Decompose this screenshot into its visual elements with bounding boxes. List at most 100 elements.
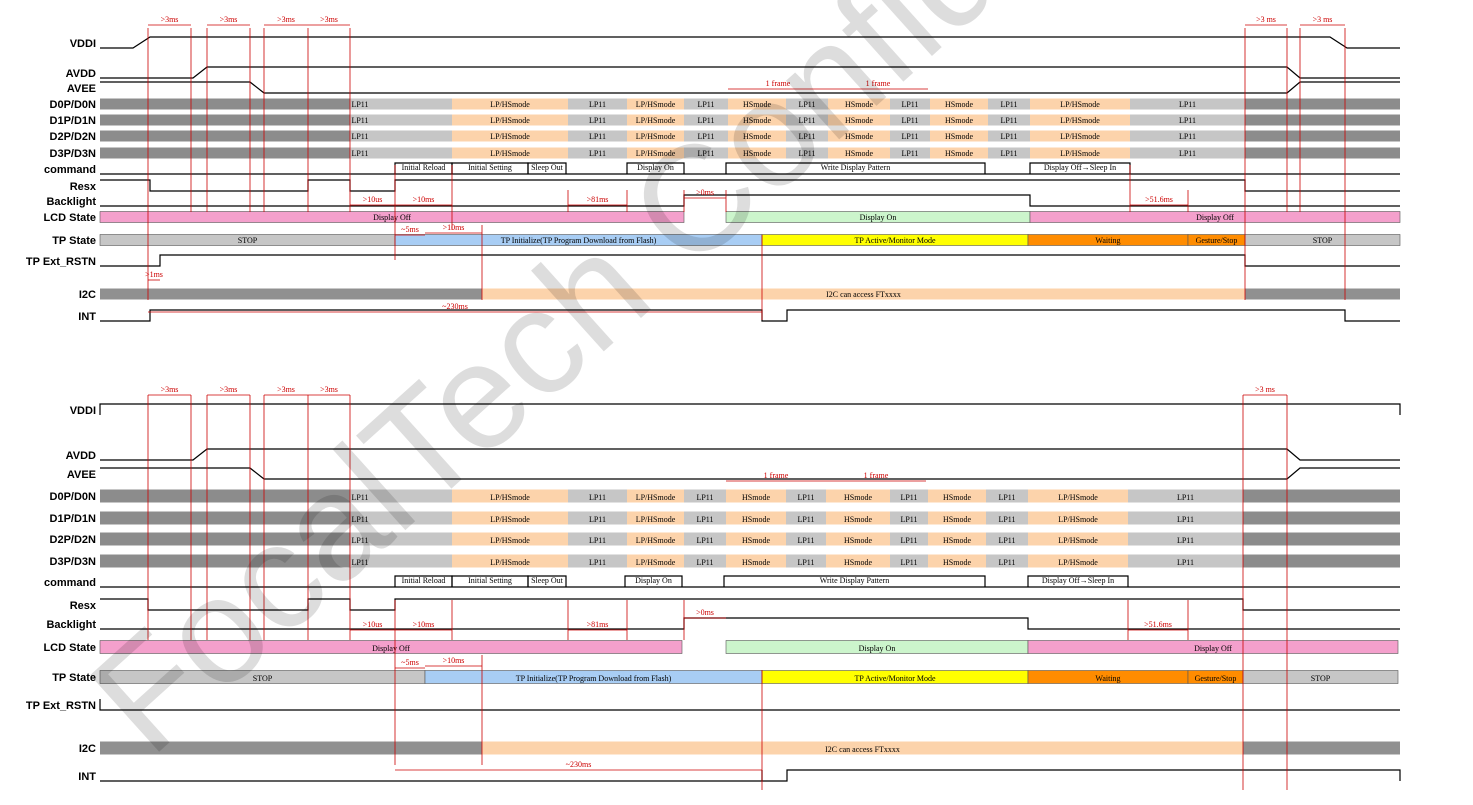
lane-segment-label: LP/HSmode [490, 558, 530, 567]
lane-segment [928, 532, 986, 546]
timing-label: >3ms [277, 15, 295, 24]
lane-segment [627, 114, 684, 126]
lane-segment-label: LP11 [900, 558, 917, 567]
tp-state-label: TP Active/Monitor Mode [854, 674, 935, 683]
lane-segment-label: LP11 [798, 132, 815, 141]
lane-segment-label: LP/HSmode [636, 149, 676, 158]
timing-label: >10ms [413, 195, 435, 204]
lane-segment-label: HSmode [945, 149, 973, 158]
lane-segment-label: HSmode [844, 515, 872, 524]
lane-segment-label: HSmode [844, 558, 872, 567]
timing-label: >10ms [443, 656, 465, 665]
lane-segment-label: LP11 [998, 493, 1015, 502]
timing-label: >0ms [696, 608, 714, 617]
lane-segment-label: LP11 [351, 515, 368, 524]
timing-label: >3ms [277, 385, 295, 394]
lane-segment-label: LP11 [900, 493, 917, 502]
lane-segment [684, 554, 726, 568]
signal-label-lcd-state: LCD State [43, 212, 96, 224]
lane-segment-label: LP11 [1000, 116, 1017, 125]
command-pulse [626, 162, 685, 174]
lane-segment-label: LP11 [1179, 116, 1196, 125]
timing-label: >81ms [587, 620, 609, 629]
lane-segment-label: LP11 [1179, 100, 1196, 109]
lane-segment [627, 130, 684, 142]
lane-bg-right [1245, 130, 1400, 142]
timing-label: >3ms [320, 385, 338, 394]
lane-segment [826, 489, 890, 503]
avdd-waveform [100, 66, 1400, 79]
lane-segment [726, 489, 786, 503]
tp-state-label: Gesture/Stop [1195, 674, 1237, 683]
lane-segment [1030, 98, 1130, 110]
lane-segment [930, 130, 988, 142]
lane-segment-label: LP/HSmode [1060, 132, 1100, 141]
lane-segment-label: LP11 [696, 536, 713, 545]
command-label: Write Display Pattern [821, 163, 890, 172]
timing-label: ~5ms [401, 225, 419, 234]
i2c-label: I2C can access FTxxxx [826, 290, 901, 299]
vddi-waveform [99, 403, 1401, 415]
lane-segment-label: LP/HSmode [490, 493, 530, 502]
lane-segment [986, 489, 1028, 503]
command-label: Initial Reload [402, 163, 446, 172]
lane-segment [350, 147, 452, 159]
lane-segment-label: HSmode [742, 493, 770, 502]
int-waveform [100, 309, 1400, 322]
lane-segment-label: LP11 [797, 536, 814, 545]
frame-label-2: 1 frame [864, 471, 889, 480]
lane-segment-label: LP11 [1177, 536, 1194, 545]
lane-segment-label: LP11 [900, 536, 917, 545]
lane-segment-label: LP/HSmode [490, 515, 530, 524]
lane-bg-right [1245, 147, 1400, 159]
timing-label: >10ms [413, 620, 435, 629]
signal-label-int: INT [78, 311, 96, 323]
timing-label: >10ms [443, 223, 465, 232]
lane-segment-label: LP11 [1177, 493, 1194, 502]
frame-label-1: 1 frame [766, 79, 791, 88]
i2c-bar-access [482, 288, 1245, 300]
timing-label: ~230ms [566, 760, 592, 769]
lane-bg-left [100, 554, 350, 568]
lane-segment [1028, 554, 1128, 568]
lcd-state-label: Display On [860, 213, 897, 222]
avee-waveform [100, 81, 1400, 94]
lane-segment [627, 489, 684, 503]
lane-segment [627, 147, 684, 159]
lcd-state-label: Display Off [1194, 644, 1232, 653]
lane-segment [1030, 114, 1130, 126]
lane-segment [1128, 489, 1243, 503]
lane-segment [986, 532, 1028, 546]
command-pulse [725, 162, 986, 174]
lane-segment [726, 532, 786, 546]
lane-segment [684, 98, 728, 110]
signal-label-tp-ext-rstn: TP Ext_RSTN [26, 700, 96, 712]
signal-label-avee: AVEE [67, 469, 96, 481]
lane-segment-label: LP11 [589, 132, 606, 141]
lane-segment-label: LP11 [901, 100, 918, 109]
signal-label-avdd: AVDD [66, 450, 96, 462]
timing-label: >3ms [220, 385, 238, 394]
int-waveform [100, 769, 1401, 782]
lane-segment-label: LP11 [901, 149, 918, 158]
timing-label: >10us [363, 620, 383, 629]
lcd-state-label: Display Off [1196, 213, 1234, 222]
lane-segment [786, 489, 826, 503]
signal-label-lcd-state: LCD State [43, 642, 96, 654]
lane-segment-label: LP11 [998, 536, 1015, 545]
lane-segment [890, 147, 930, 159]
command-label: Display On [635, 576, 672, 585]
lane-segment-label: LP11 [351, 493, 368, 502]
lane-segment [986, 554, 1028, 568]
timing-label: >0ms [696, 188, 714, 197]
signal-label-d0p-d0n: D0P/D0N [50, 99, 97, 111]
lane-segment [890, 98, 930, 110]
lane-segment-label: LP/HSmode [1058, 536, 1098, 545]
lane-segment-label: HSmode [943, 493, 971, 502]
lcd-state-bar [99, 640, 683, 654]
lane-segment [786, 511, 826, 525]
signal-label-int: INT [78, 771, 96, 783]
lane-segment [627, 98, 684, 110]
backlight-waveform [100, 194, 1400, 207]
tp-state-label: STOP [1311, 674, 1331, 683]
